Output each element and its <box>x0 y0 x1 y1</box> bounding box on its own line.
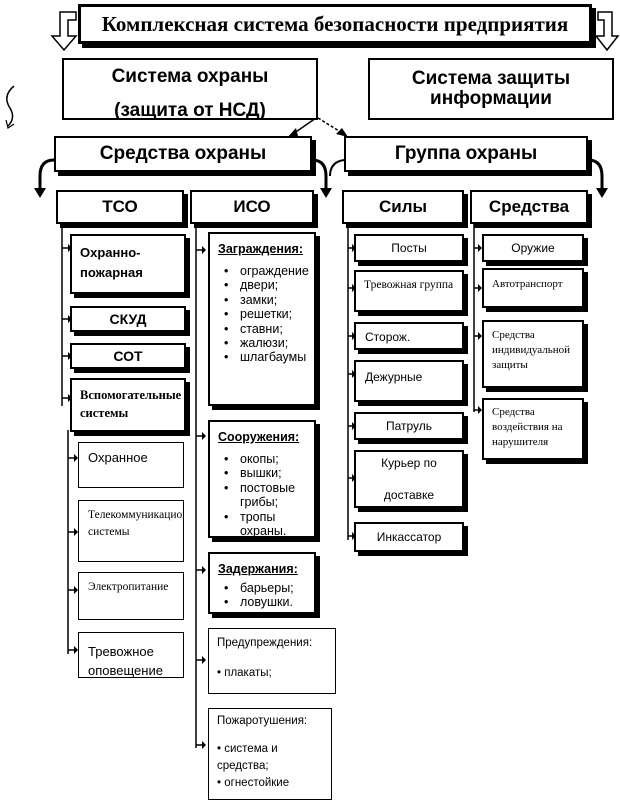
iso-group-barriers: Заграждения: ограждение двери; замки; ре… <box>208 232 316 406</box>
iso-item: тропы охраны. <box>218 510 306 536</box>
forces-item-label: Посты <box>391 241 427 255</box>
forces-item-duty: Дежурные <box>354 360 464 402</box>
sot-label: СОТ <box>113 348 143 364</box>
iso-box: ИСО <box>190 190 314 224</box>
assets-item-vehicles: Автотранспорт <box>482 268 584 308</box>
curl-symbol <box>6 85 15 127</box>
fire-alarm-box: Охранно-пожарная <box>70 234 186 294</box>
iso-item: вышки; <box>218 466 306 481</box>
right-hollow-arrow <box>594 11 620 52</box>
forces-title: Силы <box>378 197 428 216</box>
forces-item-patrol: Патруль <box>354 412 464 440</box>
forces-item-label: Инкассатор <box>376 530 442 544</box>
tso-title: ТСО <box>102 197 138 216</box>
info-protection-box: Система защиты информации <box>368 58 614 120</box>
aux-item-label: Тревожное оповещение <box>88 644 163 678</box>
forces-item-alarm-group: Тревожная группа <box>354 270 464 312</box>
iso-item: окопы; <box>218 452 306 467</box>
assets-item-impact: Средства воздействия на нарушителя <box>482 398 584 460</box>
iso-item: замки; <box>218 293 306 308</box>
security-system-title: Система охраны <box>111 66 269 87</box>
iso-item: жалюзи; <box>218 336 306 351</box>
group-title: Группа охраны <box>394 143 538 164</box>
sot-box: СОТ <box>70 343 186 369</box>
iso-item: барьеры; <box>218 581 306 596</box>
forces-box: Силы <box>342 190 464 224</box>
info-protection-title: Система защиты информации <box>411 68 571 109</box>
means-title: Средства охраны <box>99 143 267 164</box>
iso-item: решетки; <box>218 307 306 322</box>
skud-box: СКУД <box>70 306 186 332</box>
group-box: Группа охраны <box>344 136 588 172</box>
iso-item: постовые грибы; <box>218 481 306 510</box>
forces-item-posts: Посты <box>354 234 464 262</box>
assets-title: Средства <box>488 197 570 216</box>
left-hollow-arrow <box>50 11 78 52</box>
aux-item-label: Охранное <box>88 450 148 465</box>
iso-item: двери; <box>218 278 306 293</box>
aux-systems-label: Вспомогательные системы <box>80 388 182 420</box>
iso-group-warnings: Предупреждения: • плакаты; <box>208 628 336 694</box>
assets-item-ppe: Средства индивидуальной защиты <box>482 320 584 388</box>
aux-item-alert: Тревожное оповещение <box>78 632 184 678</box>
assets-box: Средства <box>470 190 588 224</box>
iso-group-firefighting: Пожаротушения: • система и средства; • о… <box>208 708 332 800</box>
iso-item: шлагбаумы <box>218 350 306 365</box>
security-system-box: Система охраны (защита от НСД) <box>62 58 318 120</box>
forces-item-label: Тревожная группа <box>364 279 454 291</box>
aux-systems-box: Вспомогательные системы <box>70 378 186 432</box>
iso-group-title: Заграждения: <box>218 242 304 256</box>
iso-title: ИСО <box>233 197 271 216</box>
iso-group-title: Сооружения: <box>218 430 300 444</box>
iso-item: ловушки. <box>218 595 306 610</box>
iso-group-title: Задержания: <box>218 562 298 576</box>
iso-group-title: Пожаротушения: <box>217 715 308 727</box>
assets-item-label: Автотранспорт <box>492 278 563 290</box>
iso-item: ограждение <box>218 264 309 279</box>
iso-group-detention: Задержания: барьеры; ловушки. <box>208 552 316 614</box>
iso-group-title: Предупреждения: <box>217 637 313 649</box>
skud-label: СКУД <box>109 311 147 327</box>
iso-item: • огнестойкие <box>217 777 290 789</box>
aux-item-label: Электропитание <box>88 581 169 593</box>
means-box: Средства охраны <box>54 136 312 172</box>
tso-box: ТСО <box>56 190 184 224</box>
security-system-subtitle: (защита от НСД) <box>114 100 266 120</box>
assets-item-label: Оружие <box>511 241 555 255</box>
page-title: Комплексная система безопасности предпри… <box>101 11 569 36</box>
aux-item-label: Телекоммуникационные системы <box>88 509 183 538</box>
assets-item-label: Средства воздействия на нарушителя <box>492 406 563 448</box>
iso-group-structures: Сооружения: окопы; вышки; постовые грибы… <box>208 420 316 538</box>
aux-item-security: Охранное <box>78 442 184 488</box>
forces-item-collector: Инкассатор <box>354 522 464 552</box>
iso-item: • плакаты; <box>217 667 272 679</box>
forces-item-watchman: Сторож. <box>354 322 464 350</box>
forces-item-label: Дежурные <box>365 370 423 384</box>
fire-alarm-label: Охранно-пожарная <box>80 245 143 280</box>
iso-item: ставни; <box>218 322 306 337</box>
forces-item-label: Сторож. <box>365 330 411 344</box>
aux-item-telecom: Телекоммуникационные системы <box>78 500 184 562</box>
aux-item-power: Электропитание <box>78 572 184 620</box>
forces-item-label: Патруль <box>385 419 433 433</box>
forces-item-courier: Курьер по доставке <box>354 450 464 508</box>
assets-item-label: Средства индивидуальной защиты <box>492 329 571 371</box>
title-box: Комплексная система безопасности предпри… <box>78 4 592 44</box>
assets-item-weapons: Оружие <box>482 234 584 262</box>
forces-item-label: Курьер по доставке <box>381 456 437 502</box>
iso-item: • система и средства; <box>217 743 278 772</box>
